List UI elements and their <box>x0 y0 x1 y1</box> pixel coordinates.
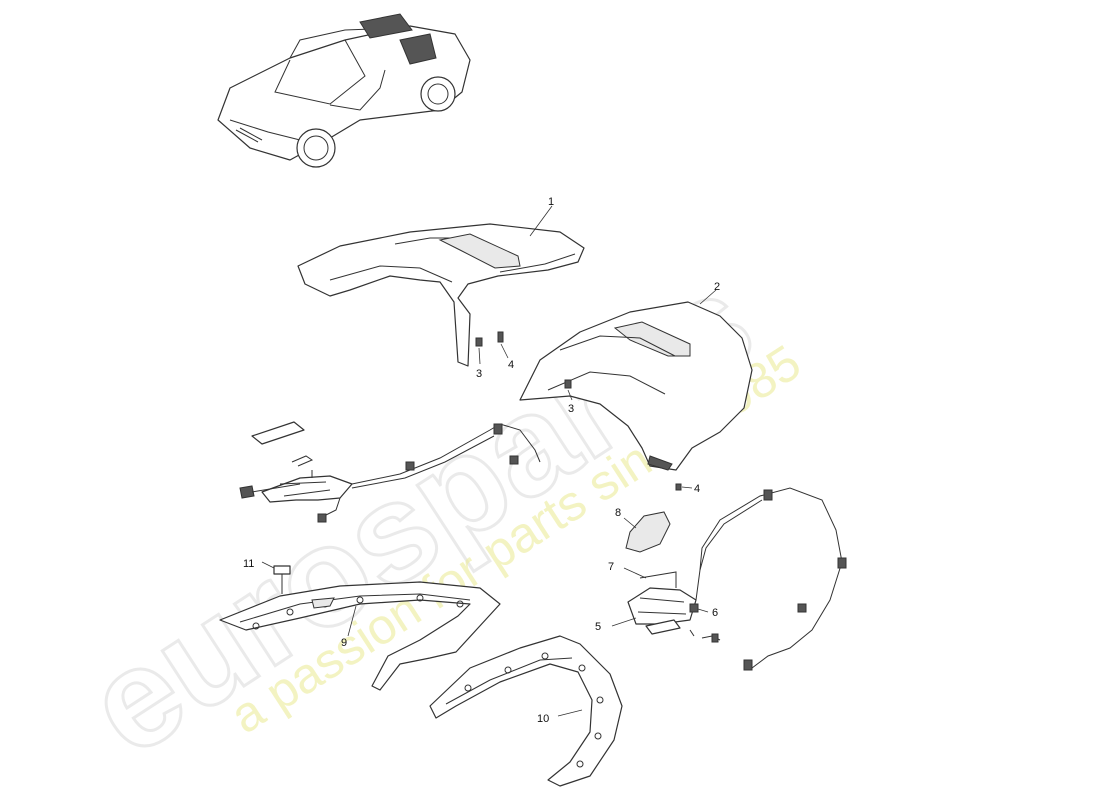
right-hinge-assembly <box>627 487 847 671</box>
part-2-cover <box>519 301 753 471</box>
callout-5: 5 <box>595 621 601 633</box>
callout-2: 2 <box>714 281 720 293</box>
callout-10: 10 <box>537 713 549 725</box>
callout-4a: 4 <box>508 359 514 371</box>
leader-lines <box>261 205 717 717</box>
part-9-trim <box>219 581 501 691</box>
callout-3a: 3 <box>476 368 482 380</box>
callout-4b: 4 <box>694 483 700 495</box>
callout-3b: 3 <box>568 403 574 415</box>
left-hinge-assembly <box>239 421 541 523</box>
part-10-trim <box>429 635 623 787</box>
callouts: 1 2 3 4 3 4 8 7 6 5 11 9 10 <box>243 196 720 725</box>
callout-6: 6 <box>712 607 718 619</box>
part-11-screw <box>273 565 291 594</box>
callout-7: 7 <box>608 561 614 573</box>
callout-1: 1 <box>548 196 554 208</box>
callout-9: 9 <box>341 637 347 649</box>
part-8-pad <box>625 511 671 553</box>
part-1-tonneau-cover <box>297 223 585 367</box>
callout-8: 8 <box>615 507 621 519</box>
fixing-3-and-4 <box>475 331 682 491</box>
car-thumbnail <box>217 13 471 168</box>
callout-11: 11 <box>243 558 254 570</box>
